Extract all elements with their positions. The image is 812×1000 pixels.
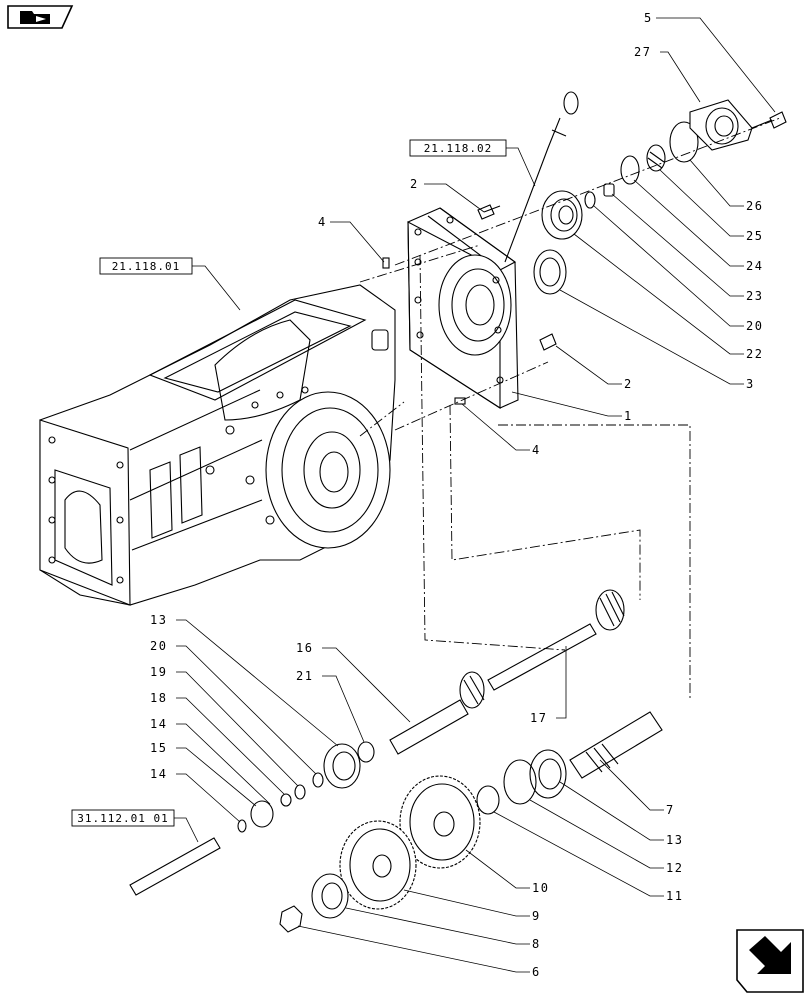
next-page-arrow-icon[interactable]	[735, 928, 805, 994]
callout-number: 4	[532, 443, 541, 457]
callout-number: 14	[150, 767, 167, 781]
transmission-housing	[39, 284, 396, 606]
ref-box-21-118-02[interactable]: 21.118.02	[409, 139, 536, 187]
callout-number: 15	[150, 741, 167, 755]
callout-number: 19	[150, 665, 167, 679]
callout-number: 2	[624, 377, 633, 391]
callout-number: 2	[410, 177, 419, 191]
rear-cover	[407, 91, 579, 410]
callout-number: 14	[150, 717, 167, 731]
callout-number: 5	[644, 11, 653, 25]
callout-number: 4	[318, 215, 327, 229]
callout-number: 16	[296, 641, 313, 655]
reference-label: 31.112.01 01	[77, 812, 168, 825]
callout-number: 11	[666, 889, 683, 903]
callout-number: 27	[634, 45, 651, 59]
callout-number: 12	[666, 861, 683, 875]
ref-box-21-118-01[interactable]: 21.118.01	[99, 257, 241, 311]
callout-number: 18	[150, 691, 167, 705]
callouts: 5 27 26 25 24 23 20 22 3 2 1 4 2	[150, 11, 776, 979]
upper-small-parts	[382, 99, 787, 405]
callout-number: 3	[746, 377, 755, 391]
callout-number: 24	[746, 259, 763, 273]
callout-number: 23	[746, 289, 763, 303]
lower-shafts-and-gears	[129, 589, 663, 933]
callout-number: 17	[530, 711, 547, 725]
callout-number: 9	[532, 909, 541, 923]
reference-label: 21.118.02	[424, 142, 493, 155]
callout-number: 6	[532, 965, 541, 979]
assembly-centerlines	[359, 117, 781, 700]
callout-number: 20	[746, 319, 763, 333]
callout-number: 25	[746, 229, 763, 243]
callout-number: 22	[746, 347, 763, 361]
ref-box-31-112-01-01[interactable]: 31.112.01 01	[71, 809, 199, 843]
callout-number: 21	[296, 669, 313, 683]
callout-number: 20	[150, 639, 167, 653]
callout-number: 13	[666, 833, 683, 847]
callout-number: 7	[666, 803, 675, 817]
reference-label: 21.118.01	[112, 260, 181, 273]
callout-number: 10	[532, 881, 549, 895]
callout-number: 1	[624, 409, 633, 423]
callout-number: 13	[150, 613, 167, 627]
callout-number: 26	[746, 199, 763, 213]
folder-arrow-icon[interactable]	[6, 4, 74, 30]
callout-number: 8	[532, 937, 541, 951]
